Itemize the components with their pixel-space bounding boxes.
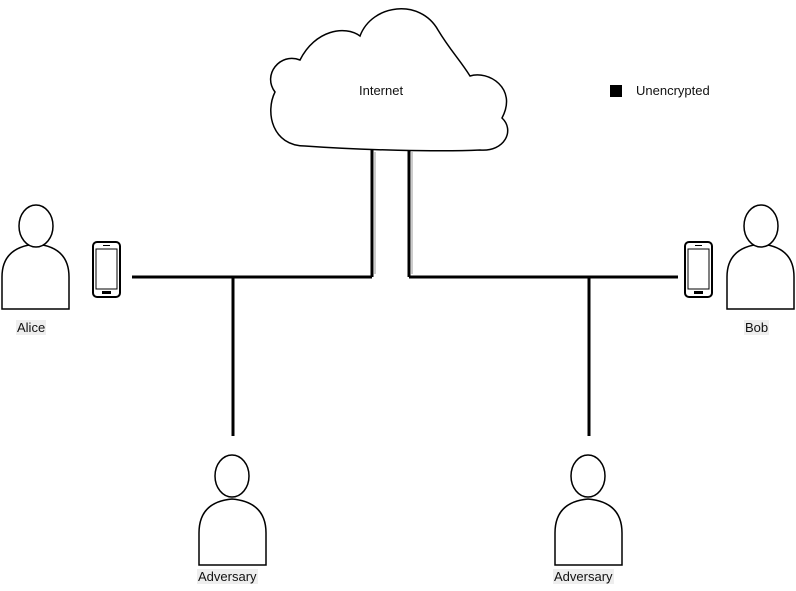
legend-unencrypted-swatch [610,85,622,97]
adversary-left-person-icon [198,454,267,566]
adversary-left-label: Adversary [197,569,258,584]
connection-lines [132,150,678,436]
alice-person-icon [1,204,70,310]
bob-label: Bob [744,320,770,335]
cloud-line-shading [374,152,413,274]
legend-unencrypted-label: Unencrypted [636,83,710,98]
alice-smartphone-icon [92,241,121,298]
adversary-right-label: Adversary [553,569,614,584]
bob-person-icon [726,204,795,310]
alice-label: Alice [16,320,47,335]
adversary-right-person-icon [554,454,623,566]
internet-label: Internet [359,83,404,98]
internet-cloud [269,8,509,152]
bob-smartphone-icon [684,241,713,298]
